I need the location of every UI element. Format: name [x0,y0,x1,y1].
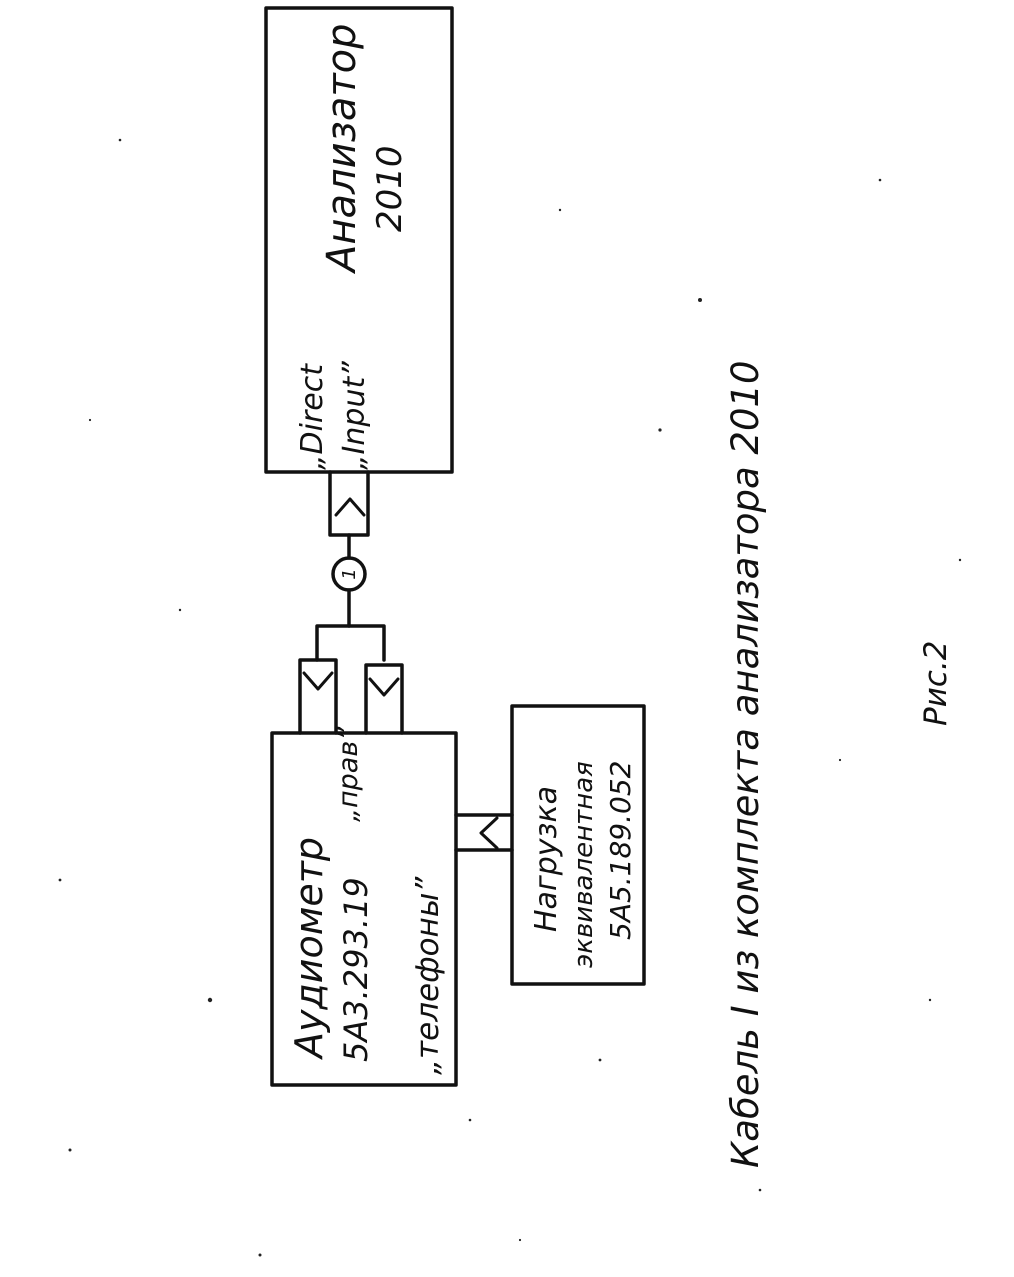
analyzer-frame [264,6,454,474]
audiometer-block: Аудиометр 5А3.293.19 „прав” „телефоны” [270,726,458,1087]
cable-1: 1 [315,533,386,662]
load-connector [454,813,514,852]
cable-marker: 1 [339,568,360,579]
audiometer-model: 5А3.293.19 [337,877,375,1062]
load-type: эквивалентная [569,761,599,968]
analyzer-name: Анализатор [319,23,365,275]
analyzer-port-label-line1: „Direct [295,363,330,470]
audiometer-name: Аудиометр [287,837,331,1061]
figure-label: Рис.2 [918,641,954,726]
audiometer-port-phones-label: „телефоны” [410,876,446,1075]
analyzer-input-connector [328,470,370,537]
analyzer-model: 2010 [370,145,410,232]
analyzer-port-label-line2: „Input” [337,361,372,470]
audiometer-phones-connector [364,663,404,735]
audiometer-frame [270,731,458,1087]
analyzer-block: Анализатор 2010 „Direct „Input” [264,6,454,474]
audiometer-right-connector [298,658,338,735]
diagram-caption: Кабель I из комплекта анализатора 2010 [724,360,767,1168]
scan-noise [58,138,962,1257]
load-frame [510,704,646,986]
load-block: Нагрузка эквивалентная 5А5.189.052 [510,704,646,986]
load-model: 5А5.189.052 [604,761,637,940]
load-name: Нагрузка [529,786,564,932]
audiometer-port-right-label: „прав” [333,726,364,822]
